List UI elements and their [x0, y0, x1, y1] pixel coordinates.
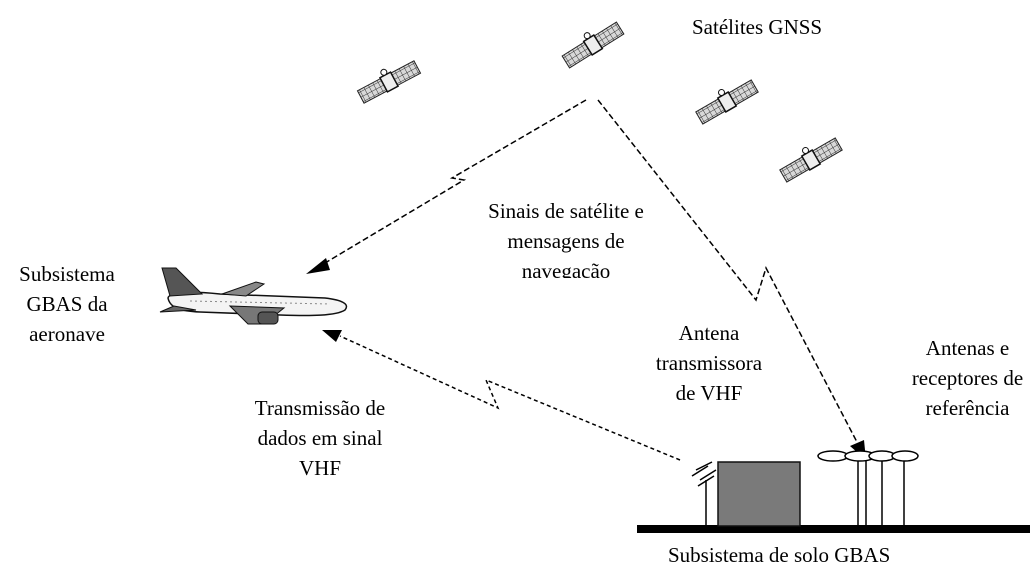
ground-line [637, 525, 1030, 533]
airplane-icon [159, 267, 348, 325]
satellite-to-ground-signal [597, 99, 859, 445]
ref-antennas-label: Antenas e receptores de referência [911, 336, 1024, 420]
vhf-transmission-label: Transmissão de dados em sinal VHF [254, 396, 386, 480]
ground-station-building-icon [717, 461, 801, 527]
satellite-icon [775, 131, 844, 184]
vhf-datalink-signal [339, 335, 681, 461]
tx-antenna-label: Antena transmissora de VHF [655, 321, 763, 405]
satellites-label: Satélites GNSS [692, 15, 823, 39]
arrowhead-aircraft [306, 258, 330, 274]
vhf-antenna-icon [691, 461, 717, 526]
reference-antenna-icon [817, 450, 919, 526]
satellite-icon [557, 15, 626, 70]
signals-label: Sinais de satélite e mensagens de navega… [488, 199, 644, 278]
ground-subsystem-label: Subsistema de solo GBAS [668, 543, 891, 567]
satellite-icon [691, 73, 760, 126]
satellite-icon [353, 53, 422, 105]
arrowhead-vhf [322, 330, 342, 342]
satellite-to-aircraft-signal [319, 99, 587, 267]
aircraft-subsystem-label: Subsistema GBAS da aeronave [19, 262, 115, 346]
